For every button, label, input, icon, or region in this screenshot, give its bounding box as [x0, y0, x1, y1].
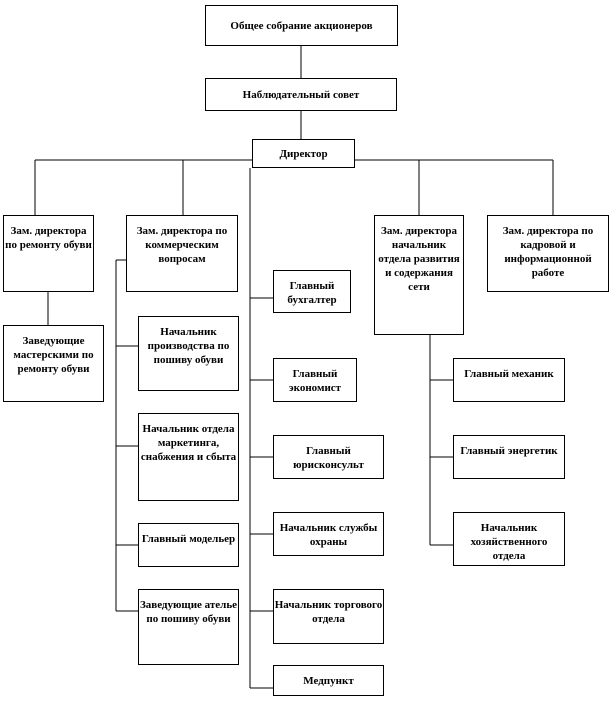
label: Главный механик [464, 368, 554, 380]
label: Главный бухгалтер [287, 280, 337, 306]
box-chief-power: Главный энергетик [453, 435, 565, 479]
box-workshop-heads: Заведующие мастерскими по ремонту обуви [3, 325, 104, 402]
label: Зам. директора начальник отдела развития… [378, 225, 460, 293]
label: Зам. директора по ремонту обуви [5, 225, 92, 251]
label: Главный энергетик [460, 445, 558, 457]
label: Главный юрисконсульт [293, 445, 364, 471]
box-chief-legal: Главный юрисконсульт [273, 435, 384, 479]
label: Медпункт [303, 674, 354, 687]
box-household-head: Начальник хозяйственного отдела [453, 512, 565, 566]
label: Зам. директора по коммерческим вопросам [136, 225, 228, 265]
label: Главный экономист [288, 368, 342, 394]
box-trade-head: Начальник торгового отдела [273, 589, 384, 644]
label: Начальник службы охраны [279, 522, 378, 548]
label: Заведующие ателье по пошиву обуви [139, 599, 238, 625]
label: Начальник торгового отдела [274, 599, 383, 625]
box-chief-accountant: Главный бухгалтер [273, 270, 351, 313]
label: Общее собрание акционеров [230, 19, 373, 32]
box-director: Директор [252, 139, 355, 168]
box-medical: Медпункт [273, 665, 384, 696]
box-atelier-heads: Заведующие ателье по пошиву обуви [138, 589, 239, 665]
label: Начальник хозяйственного отдела [470, 522, 548, 562]
label: Наблюдательный совет [242, 88, 360, 101]
label: Начальник отдела маркетинга, снабжения и… [140, 423, 237, 463]
box-deputy-repair: Зам. директора по ремонту обуви [3, 215, 94, 292]
box-chief-modeler: Главный модельер [138, 523, 239, 567]
box-chief-economist: Главный экономист [273, 358, 357, 402]
box-deputy-hr: Зам. директора по кадровой и информацион… [487, 215, 609, 292]
label: Главный модельер [141, 533, 236, 545]
box-marketing-head: Начальник отдела маркетинга, снабжения и… [138, 413, 239, 501]
box-security-head: Начальник службы охраны [273, 512, 384, 556]
box-deputy-commercial: Зам. директора по коммерческим вопросам [126, 215, 238, 292]
label: Зам. директора по кадровой и информацион… [502, 225, 594, 279]
box-shareholders: Общее собрание акционеров [205, 5, 398, 46]
box-chief-mechanic: Главный механик [453, 358, 565, 402]
box-production-head: Начальник производства по пошиву обуви [138, 316, 239, 391]
box-board: Наблюдательный совет [205, 78, 397, 111]
label: Начальник производства по пошиву обуви [147, 326, 230, 366]
box-deputy-network: Зам. директора начальник отдела развития… [374, 215, 464, 335]
label: Заведующие мастерскими по ремонту обуви [13, 335, 94, 375]
label: Директор [279, 147, 328, 160]
